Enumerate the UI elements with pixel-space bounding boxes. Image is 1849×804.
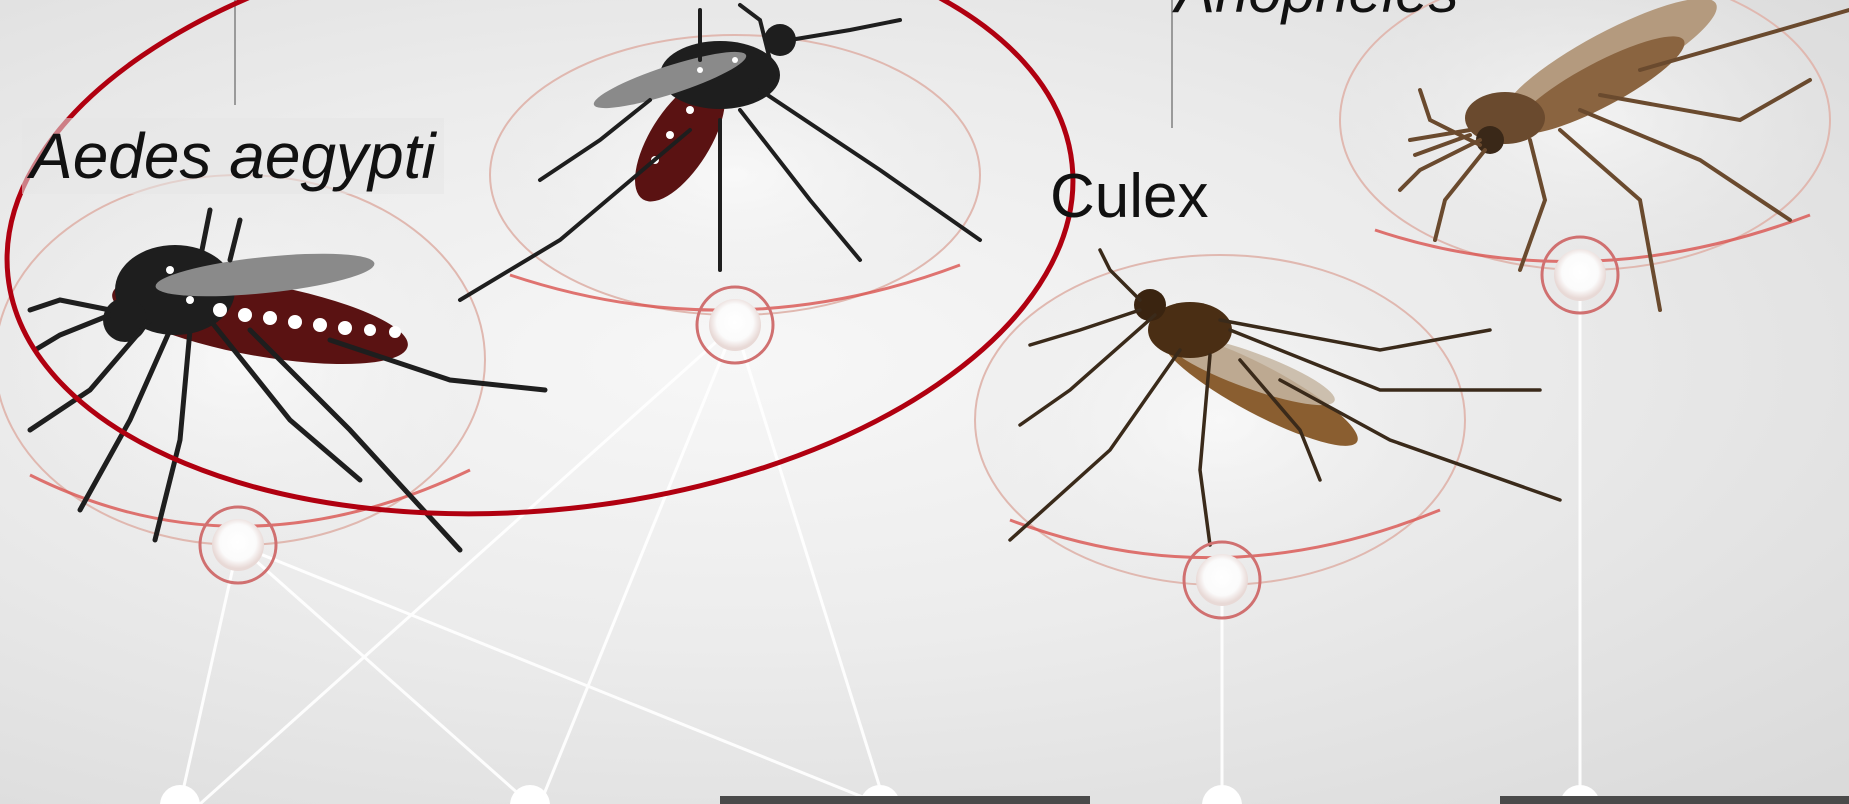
node-circle-icon: [709, 299, 761, 351]
node-circle-icon: [212, 519, 264, 571]
node-circle-icon: [1196, 554, 1248, 606]
stand-ring-culex: [975, 255, 1465, 585]
bottom-bar: [720, 796, 1090, 804]
label-aedes-aegypti: Aedes aegypti: [22, 118, 444, 194]
node-circle-icon: [1554, 249, 1606, 301]
label-culex: Culex: [1050, 166, 1209, 228]
stand-ring-anopheles: [1340, 0, 1830, 270]
label-anopheles: Anopheles: [1175, 0, 1459, 22]
bottom-bar: [1500, 796, 1849, 804]
